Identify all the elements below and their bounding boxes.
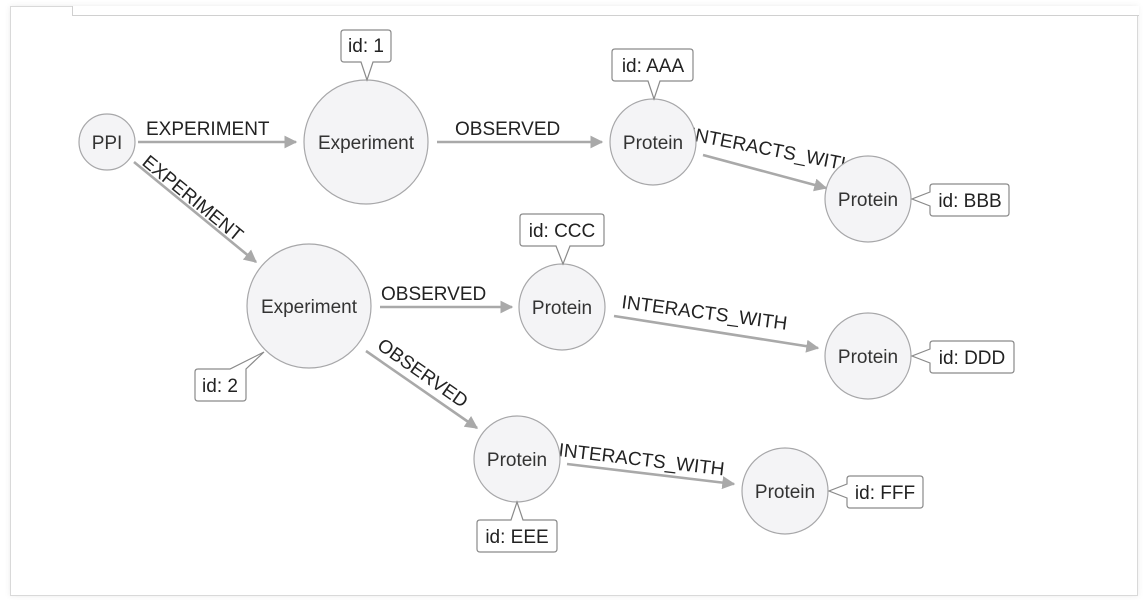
node-protein-ccc[interactable]: Protein [518, 263, 606, 351]
edge-protein-eee-protein-fff[interactable]: INTERACTS_WITH [557, 440, 736, 490]
tooltip-experiment-2-id: id: 2 [194, 351, 265, 402]
tooltip-text: id: CCC [529, 221, 596, 242]
tooltip-text: id: BBB [938, 191, 1001, 212]
node-label: PPI [92, 133, 123, 154]
tooltip-protein-aaa-id: id: AAA [611, 48, 694, 101]
node-protein-aaa[interactable]: Protein [609, 98, 697, 186]
node-protein-ddd[interactable]: Protein [824, 312, 912, 400]
tooltip-protein-ccc-id: id: CCC [519, 213, 605, 266]
node-experiment-2[interactable]: Experiment [246, 243, 372, 369]
edge-experiment-2-protein-eee[interactable]: OBSERVED [365, 335, 479, 430]
node-label: Protein [532, 298, 592, 319]
tooltip-text: id: DDD [939, 348, 1006, 369]
edge-experiment-2-protein-ccc[interactable]: OBSERVED [380, 284, 514, 314]
edge-label: OBSERVED [381, 284, 486, 305]
edge-label: EXPERIMENT [138, 152, 247, 247]
tooltip-protein-bbb-id: id: BBB [910, 183, 1010, 217]
edge-experiment-1-protein-aaa[interactable]: OBSERVED [437, 119, 604, 149]
edge-label: OBSERVED [373, 335, 471, 413]
tooltip-protein-fff-id: id: FFF [827, 475, 924, 509]
edge-label: INTERACTS_WITH [688, 124, 856, 176]
edge-label: EXPERIMENT [146, 119, 270, 140]
node-label: Experiment [318, 133, 415, 154]
edge-ppi-experiment-2[interactable]: EXPERIMENT [133, 152, 258, 264]
node-label: Protein [487, 450, 547, 471]
node-protein-eee[interactable]: Protein [473, 415, 561, 503]
tooltip-text: id: EEE [485, 527, 548, 548]
node-label: Protein [755, 482, 815, 503]
tooltip-text: id: 1 [348, 36, 384, 57]
node-protein-bbb[interactable]: Protein [824, 155, 912, 243]
tooltip-protein-ddd-id: id: DDD [910, 340, 1015, 374]
node-label: Protein [838, 347, 898, 368]
node-label: Protein [838, 190, 898, 211]
edge-label: INTERACTS_WITH [557, 440, 725, 480]
edge-ppi-experiment-1[interactable]: EXPERIMENT [138, 119, 298, 149]
tooltip-text: id: 2 [202, 376, 238, 397]
node-label: Experiment [261, 297, 358, 318]
tooltip-experiment-1-id: id: 1 [340, 29, 392, 82]
tooltip-protein-eee-id: id: EEE [476, 500, 558, 553]
node-label: Protein [623, 133, 683, 154]
edge-label: INTERACTS_WITH [620, 292, 788, 335]
node-protein-fff[interactable]: Protein [741, 447, 829, 535]
node-ppi[interactable]: PPI [78, 113, 136, 171]
edge-protein-ccc-protein-ddd[interactable]: INTERACTS_WITH [613, 292, 820, 353]
tooltip-text: id: AAA [622, 56, 685, 77]
node-experiment-1[interactable]: Experiment [303, 79, 429, 205]
tooltip-text: id: FFF [855, 483, 915, 504]
edge-label: OBSERVED [455, 119, 560, 140]
toolbar-edge [72, 6, 1139, 16]
